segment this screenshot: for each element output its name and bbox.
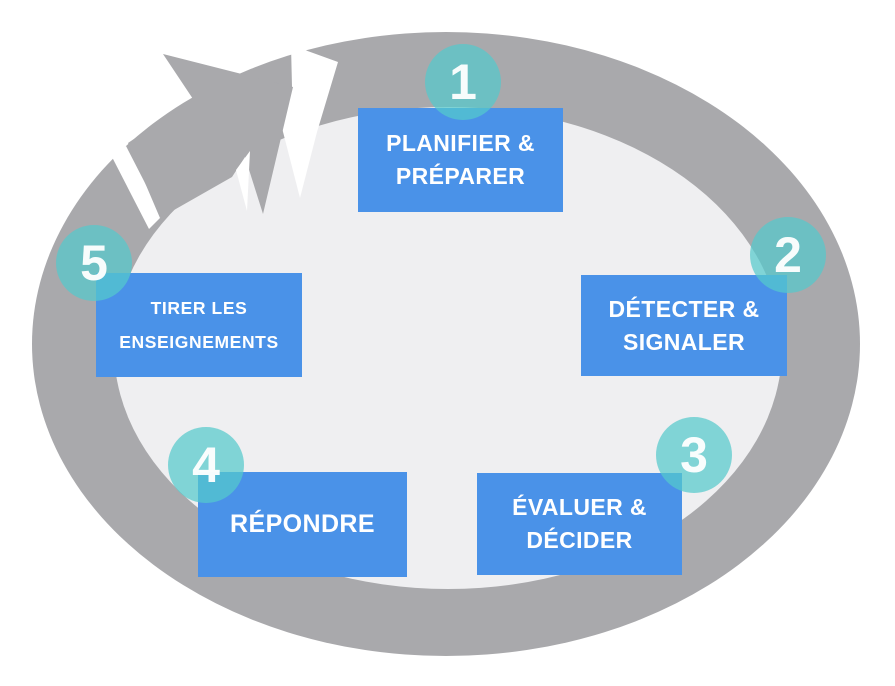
step-box-evaluer-decider: ÉVALUER & DÉCIDER (477, 473, 682, 575)
step-label-line: ENSEIGNEMENTS (119, 332, 279, 352)
step-number-circle-3: 3 (656, 417, 732, 493)
step-box-tirer-les-enseignements: TIRER LES ENSEIGNEMENTS (96, 273, 302, 377)
step-box-detecter-signaler: DÉTECTER & SIGNALER (581, 275, 787, 376)
step-number: 5 (80, 235, 108, 291)
step-number: 4 (192, 437, 220, 493)
ring-gap-notch (281, 45, 338, 198)
cycle-arrow-icon (128, 54, 293, 218)
step-label-line: DÉTECTER & (608, 295, 760, 322)
step-number-circle-1: 1 (425, 44, 501, 120)
step-label-line: DÉCIDER (526, 527, 633, 553)
step-label-line: PLANIFIER & (386, 130, 535, 156)
step-number: 2 (774, 227, 802, 283)
arrowhead-notch (236, 151, 250, 211)
step-label-line: ÉVALUER & (512, 494, 647, 520)
step-number: 1 (449, 54, 477, 110)
step-number-circle-5: 5 (56, 225, 132, 301)
step-label-line: PRÉPARER (395, 163, 526, 189)
step-number-circle-2: 2 (750, 217, 826, 293)
step-box-planifier-preparer: PLANIFIER & PRÉPARER (358, 108, 563, 212)
step-label-line: SIGNALER (622, 328, 746, 355)
step-number: 3 (680, 427, 708, 483)
step-label-line: RÉPONDRE (230, 510, 375, 538)
step-number-circle-4: 4 (168, 427, 244, 503)
arrow-tail-notch (112, 146, 162, 229)
cycle-inner-ellipse (114, 107, 782, 589)
step-label-line: TIRER LES (150, 298, 248, 318)
